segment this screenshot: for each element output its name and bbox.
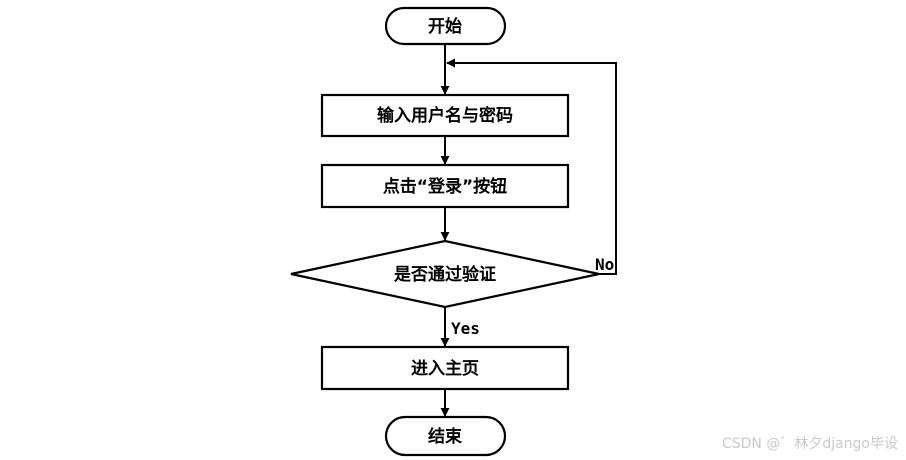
node-input-label: 输入用户名与密码 [377,105,513,126]
node-input: 输入用户名与密码 [320,93,570,138]
node-end-shape [384,415,507,457]
node-start-label: 开始 [428,16,462,37]
node-check-shape [290,239,600,309]
watermark-text: CSDN @゛林夕django毕设 [721,436,898,452]
node-start-shape [384,6,507,46]
node-click-shape [320,163,570,209]
edge-label-yes: Yes [451,319,480,338]
node-home: 进入主页 [320,345,570,391]
node-click: 点击“登录”按钮 [320,163,570,209]
node-home-label: 进入主页 [411,358,479,379]
edge-label-no: No [595,255,614,274]
node-home-shape [320,345,570,391]
edge-check-loop-no [446,58,617,275]
node-input-shape [320,93,570,138]
node-start: 开始 [384,6,507,46]
node-end: 结束 [384,415,507,457]
node-click-label: 点击“登录”按钮 [383,176,507,197]
node-check-label: 是否通过验证 [394,264,496,285]
node-end-label: 结束 [428,426,462,447]
node-check: 是否通过验证 [290,239,600,309]
